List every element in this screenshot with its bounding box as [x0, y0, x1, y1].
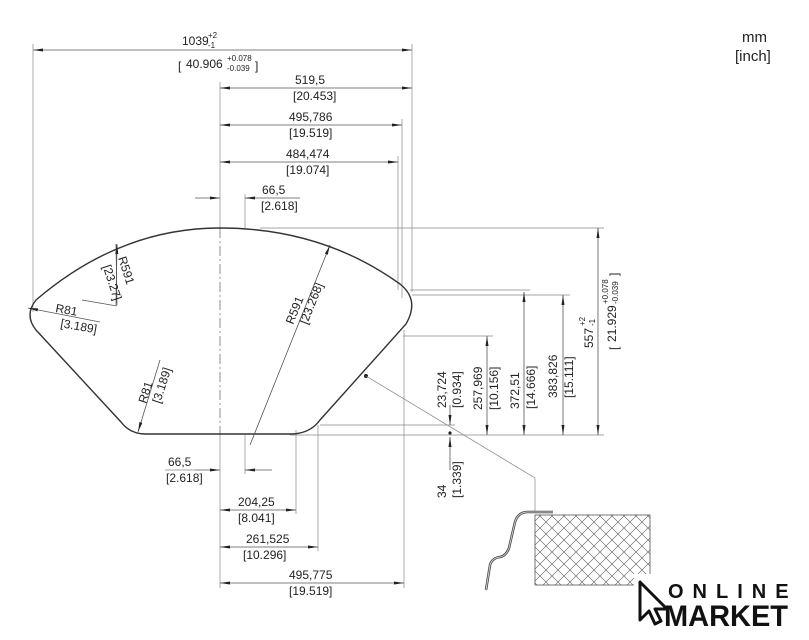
width-484-474-value: 484,474 [286, 147, 330, 161]
overall-width-inch: 40.906 [186, 57, 223, 71]
corner-bottom-value: R81 [136, 379, 156, 405]
width-261-525-value: 261,525 [246, 532, 290, 546]
overall-depth-inch-tol-plus: +0.078 [601, 279, 610, 304]
depth-34-value: 34 [435, 484, 449, 498]
online-market-logo: ONLINE MARKET [634, 574, 798, 638]
width-495-775-inch: [19.519] [289, 584, 332, 598]
logo-line1: ONLINE [668, 581, 798, 603]
overall-depth-tol-minus: -1 [588, 318, 597, 326]
overall-width-inch-tol-plus: +0.078 [227, 54, 252, 63]
depth-372-51-value: 372,51 [508, 372, 522, 409]
depth-23-724-inch: [0.934] [450, 371, 464, 408]
offset-bottom-value: 66,5 [168, 455, 192, 469]
overall-depth-value: 557 [582, 328, 596, 348]
overall-width-value: 1039 [182, 34, 209, 48]
width-495-775-value: 495,775 [289, 568, 333, 582]
overall-depth-inch-tol-minus: -0.039 [611, 281, 620, 304]
overall-width-tol-minus: -1 [208, 41, 216, 50]
bracket-open: [ [178, 59, 182, 73]
corner-left-inch: [3.189] [59, 316, 98, 336]
dimension-point [448, 431, 452, 435]
width-204-25-value: 204,25 [238, 495, 275, 509]
overall-depth-inch: 21.929 [605, 305, 619, 342]
width-484-474-inch: [19.074] [286, 163, 329, 177]
extension-lines [32, 44, 604, 588]
radius-leaders [27, 243, 331, 446]
depth-383-826-value: 383,826 [546, 354, 560, 398]
width-495-786-inch: [19.519] [289, 126, 332, 140]
offset-top-inch: [2.618] [261, 199, 298, 213]
overall-depth-tol-plus: +2 [578, 316, 587, 326]
unit-mm: mm [742, 29, 767, 46]
sink-outline [29, 227, 413, 435]
half-width-inch: [20.453] [293, 89, 336, 103]
depth-372-51-inch: [14.666] [524, 366, 538, 409]
bracket-open: [ [607, 346, 621, 350]
depth-257-969-inch: [10.156] [487, 367, 501, 410]
bracket-close: ] [607, 273, 621, 276]
edge-detail-section [484, 510, 651, 591]
depth-383-826-inch: [15.111] [562, 356, 576, 398]
bracket-close: ] [255, 59, 258, 73]
half-width-value: 519,5 [295, 73, 325, 87]
width-495-786-value: 495,786 [289, 110, 333, 124]
overall-width-tol-plus: +2 [208, 31, 218, 40]
width-261-525-inch: [10.296] [243, 548, 286, 562]
logo-line2: MARKET [664, 600, 788, 633]
cursor-icon [638, 580, 669, 626]
corner-left-value: R81 [54, 301, 78, 319]
overall-width-inch-tol-minus: -0.039 [227, 64, 250, 73]
depth-23-724-value: 23,724 [435, 371, 449, 408]
width-204-25-inch: [8.041] [238, 511, 275, 525]
detail-leader [365, 375, 536, 512]
depth-34-inch: [1.339] [450, 461, 464, 498]
unit-inch: [inch] [735, 48, 771, 65]
depth-257-969-value: 257,969 [471, 366, 485, 410]
offset-bottom-inch: [2.618] [166, 471, 203, 485]
offset-top-value: 66,5 [262, 183, 286, 197]
